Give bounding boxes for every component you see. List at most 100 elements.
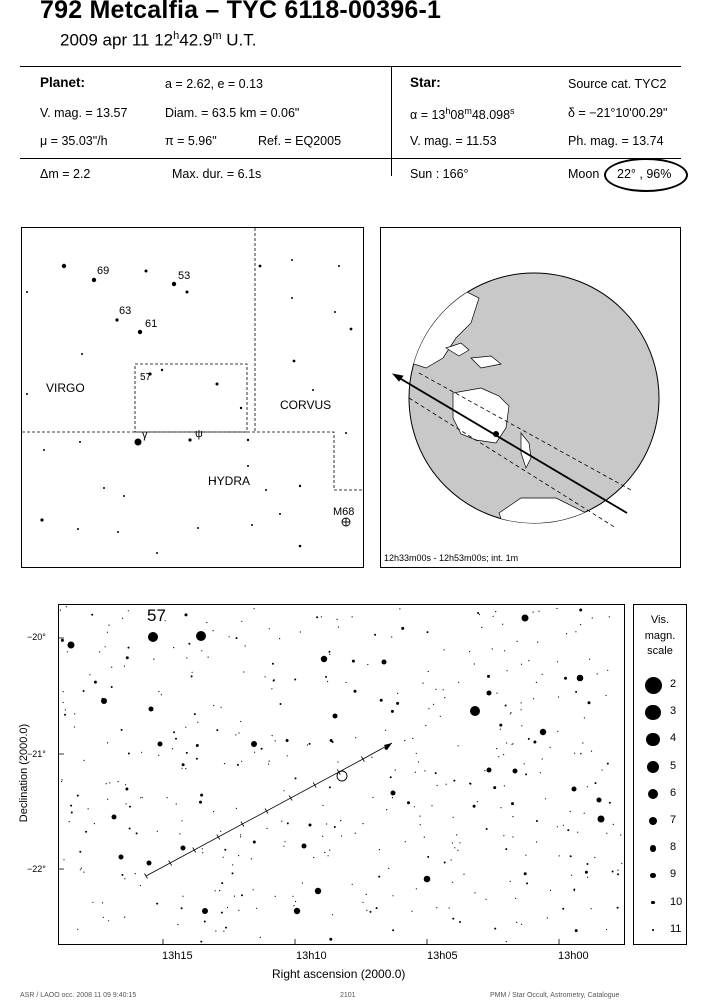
- legend-mag-label: 6: [670, 786, 677, 799]
- header-divider: [391, 66, 392, 176]
- legend-mag-label: 9: [670, 868, 677, 881]
- max-duration: Max. dur. = 6.1s: [172, 167, 262, 181]
- star-label-53: 53: [178, 270, 191, 282]
- legend-row: 5: [634, 759, 686, 775]
- x-tick-13h00: 13h00: [558, 950, 589, 962]
- x-tick-13h15: 13h15: [162, 950, 193, 962]
- finder-chart: VIRGO CORVUS HYDRA 69 53 63 61 57 γ ψ M6…: [21, 227, 364, 568]
- legend-mag-label: 8: [670, 841, 677, 854]
- m68-cluster-icon: [341, 517, 351, 527]
- event-date: 2009 apr 11 12h42.9m U.T.: [60, 30, 257, 50]
- moon-value: 22° , 96%: [617, 167, 672, 181]
- star-phmag: Ph. mag. = 13.74: [568, 134, 664, 148]
- occultation-path: [391, 372, 632, 529]
- legend-title-3: scale: [647, 645, 673, 657]
- planet-reference: Ref. = EQ2005: [258, 134, 342, 148]
- header-middle-rule: [20, 158, 681, 159]
- legend-row: 7: [634, 813, 686, 829]
- legend-mag-label: 3: [670, 705, 677, 718]
- legend-title-2: magn.: [644, 630, 676, 642]
- legend-dot: [645, 704, 661, 720]
- star-label-61: 61: [145, 318, 158, 330]
- moon-value-ellipse: [604, 158, 688, 192]
- legend-row: 11: [634, 922, 686, 938]
- legend-dot: [651, 900, 655, 905]
- star-label-69: 69: [97, 265, 110, 277]
- planet-mu: μ = 35.03"/h: [40, 134, 108, 148]
- x-tick-13h05: 13h05: [427, 950, 458, 962]
- bright-stars: [67, 614, 605, 915]
- target-star-marker: [336, 770, 348, 782]
- legend-mag-label: 4: [670, 732, 677, 745]
- legend-row: 10: [634, 895, 686, 911]
- globe-svg: [391, 272, 660, 529]
- planet-heading: Planet:: [40, 75, 86, 90]
- m68-label: M68: [333, 506, 355, 518]
- chart-star-label-57: 57: [147, 606, 166, 625]
- delta-mag: Δm = 2.2: [40, 167, 91, 181]
- legend-mag-label: 11: [670, 922, 682, 935]
- legend-dot: [649, 844, 657, 852]
- planet-diameter: Diam. = 63.5 km = 0.06": [165, 106, 300, 120]
- finder-chart-svg: [22, 228, 363, 554]
- globe-panel: 12h33m00s - 12h53m00s; int. 1m: [380, 227, 681, 568]
- detail-chart-svg: [59, 606, 623, 944]
- y-tick-22: −22°: [27, 864, 46, 874]
- legend-dot: [646, 732, 660, 747]
- star-heading: Star:: [410, 75, 441, 90]
- legend-row: 8: [634, 840, 686, 856]
- globe-caption: 12h33m00s - 12h53m00s; int. 1m: [384, 553, 519, 563]
- footer-left: ASR / LAOO occ. 2008 11 09 9:40:15: [20, 992, 137, 999]
- legend-dot: [647, 760, 659, 773]
- star-label-57: 57: [140, 372, 152, 383]
- legend-row: 6: [634, 786, 686, 802]
- greek-gamma: γ: [142, 429, 148, 441]
- legend-dot: [644, 676, 662, 694]
- sub-observer-point: [493, 431, 499, 437]
- legend-mag-label: 2: [670, 678, 677, 690]
- footer-right: PMM / Star Occult, Astrometry, Catalogue: [490, 992, 620, 999]
- constellation-virgo: VIRGO: [46, 381, 85, 395]
- y-axis-title: Declination (2000.0): [18, 723, 30, 823]
- planet-orbit: a = 2.62, e = 0.13: [165, 77, 263, 91]
- legend-mag-label: 5: [670, 759, 677, 772]
- star-dec: δ = −21°10'00.29": [568, 106, 668, 120]
- legend-row: 4: [634, 731, 686, 747]
- page-title: 792 Metcalfia – TYC 6118-00396-1: [40, 0, 442, 24]
- y-tick-20: −20°: [27, 632, 46, 642]
- legend-row: 2: [634, 676, 686, 694]
- star-label-63: 63: [119, 305, 132, 317]
- field-stars: [59, 606, 623, 943]
- legend-mag-label: 7: [670, 814, 677, 826]
- footer-center: 2101: [340, 992, 356, 999]
- greek-psi: ψ: [195, 428, 203, 440]
- legend-dot: [647, 788, 659, 799]
- star-ra: α = 13h08m48.098s: [410, 106, 515, 123]
- legend-row: 9: [634, 867, 686, 883]
- magnitude-legend: Vis. magn. scale 2 3 4 5 6 7 8 9 10 11: [633, 604, 687, 945]
- star-source: Source cat. TYC2: [568, 77, 667, 91]
- header-top-rule: [20, 66, 681, 67]
- sun-elongation: Sun : 166°: [410, 167, 469, 181]
- constellation-corvus: CORVUS: [280, 398, 332, 412]
- constellation-hydra: HYDRA: [208, 474, 251, 488]
- legend-row: 3: [634, 704, 686, 720]
- asteroid-track: [145, 742, 393, 877]
- constellation-boundaries: [22, 228, 363, 491]
- finder-stars: [26, 259, 353, 554]
- legend-dot: [648, 816, 658, 826]
- x-tick-13h10: 13h10: [296, 950, 327, 962]
- legend-dot: [652, 928, 654, 931]
- y-tick-21: −21°: [27, 749, 46, 759]
- planet-vmag: V. mag. = 13.57: [40, 106, 128, 120]
- moon-label: Moon: [568, 167, 600, 181]
- detail-chart: 57: [58, 604, 625, 945]
- axis-ticks: [59, 637, 560, 944]
- planet-parallax: π = 5.96": [165, 134, 217, 148]
- legend-dot: [650, 872, 656, 878]
- legend-title-1: Vis.: [650, 614, 670, 626]
- landmasses: [409, 287, 587, 523]
- legend-mag-label: 10: [670, 895, 683, 908]
- star-vmag: V. mag. = 11.53: [410, 134, 497, 148]
- x-axis-title: Right ascension (2000.0): [272, 967, 406, 981]
